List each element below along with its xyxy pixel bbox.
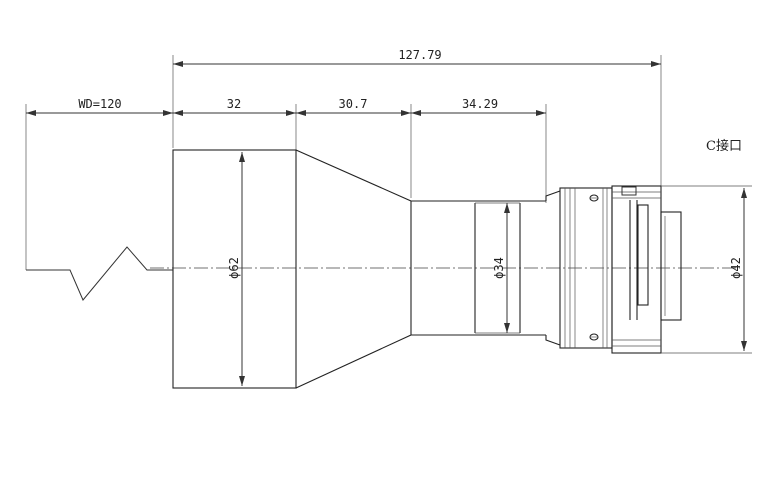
- mount-type-label: C接口: [706, 138, 742, 154]
- mount-diameter-label: ϕ42: [729, 257, 743, 279]
- break-line: [26, 246, 173, 301]
- tube-diameter-label: ϕ34: [492, 257, 506, 279]
- front-section-label: 32: [227, 97, 241, 111]
- section-dimensions: WD=120 32 30.7 34.29: [25, 97, 547, 270]
- working-distance-label: WD=120: [78, 97, 121, 111]
- overall-length-label: 127.79: [398, 48, 441, 62]
- overall-length-dimension: 127.79: [172, 48, 662, 186]
- taper-section-label: 30.7: [339, 97, 368, 111]
- tube-diameter-dimension: ϕ34: [492, 203, 510, 333]
- front-diameter-label: ϕ62: [227, 257, 241, 279]
- front-diameter-dimension: ϕ62: [227, 152, 245, 386]
- mount-diameter-dimension: ϕ42: [661, 185, 752, 354]
- rear-section-label: 34.29: [462, 97, 498, 111]
- lens-body: [172, 149, 682, 389]
